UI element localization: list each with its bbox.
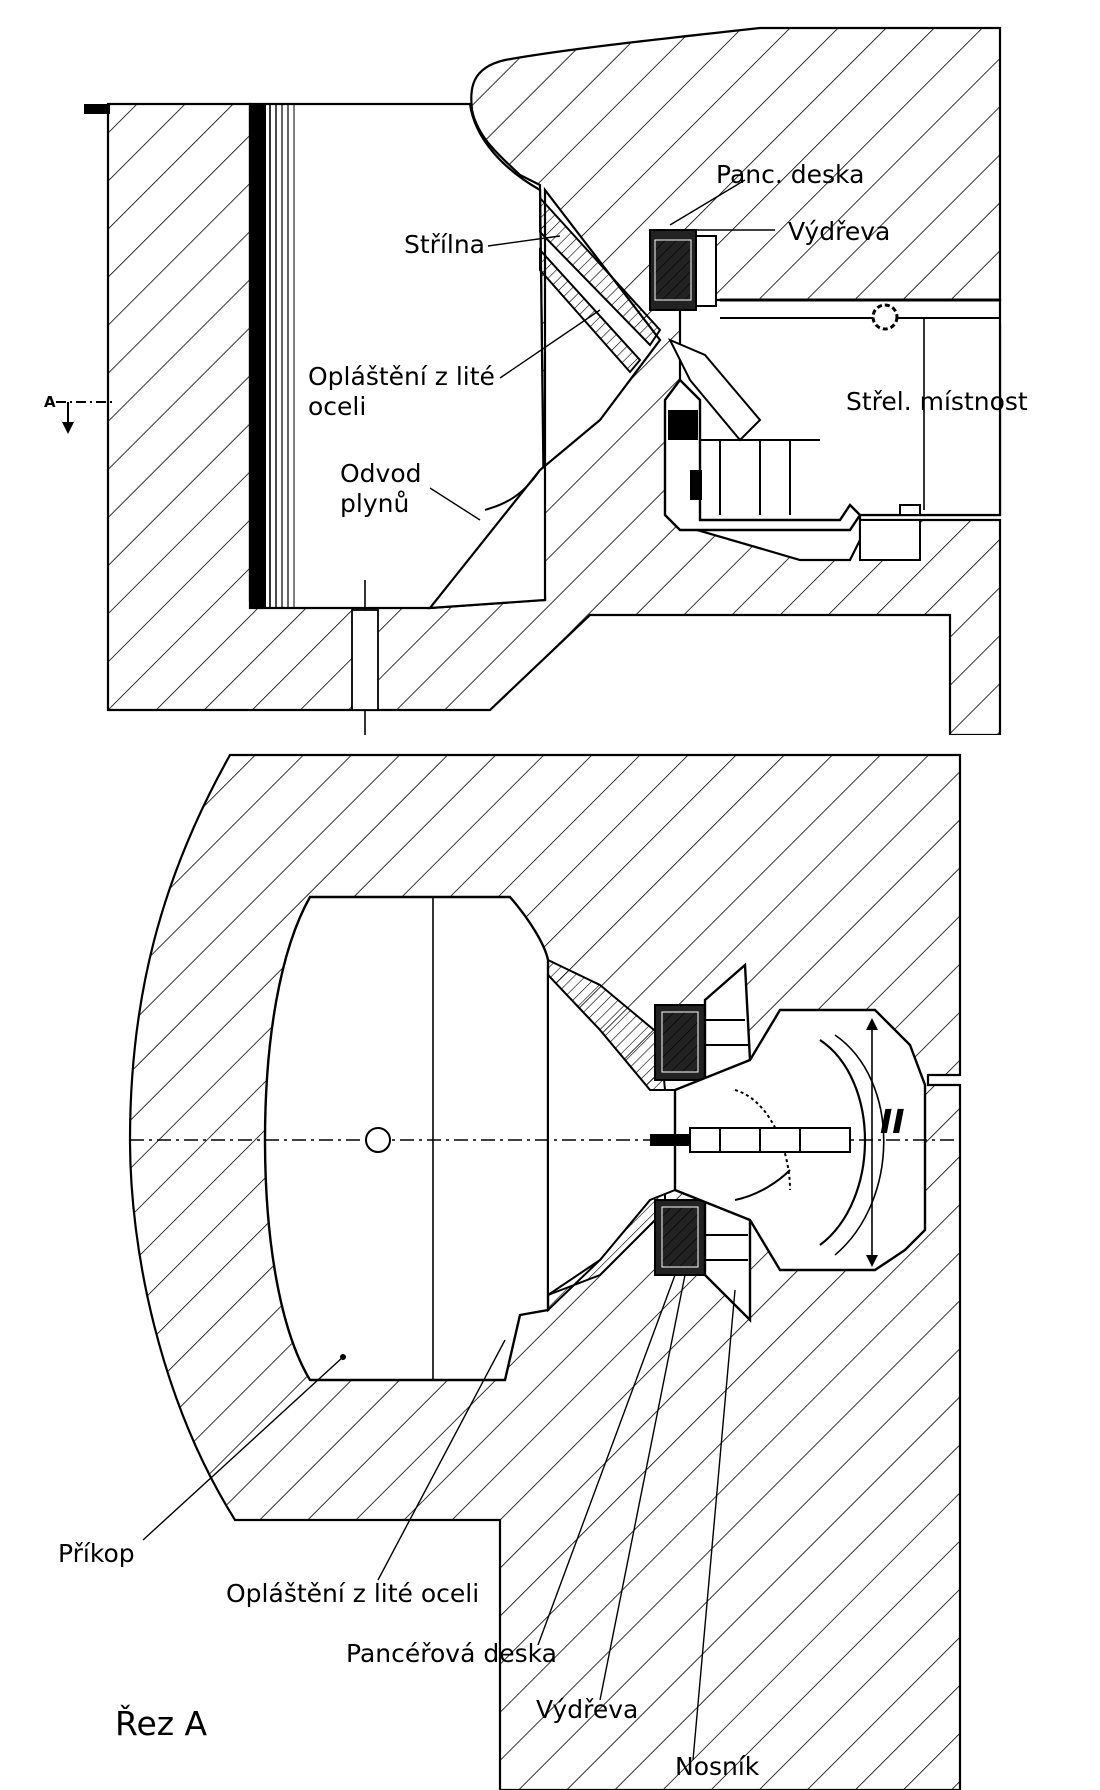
- label-nosnik: Nosník: [675, 1752, 760, 1781]
- liner-block: [695, 235, 717, 307]
- ditch: [263, 895, 550, 1382]
- label-strel-mistnost: Střel. místnost: [846, 387, 1028, 416]
- section-marker: A: [44, 393, 112, 434]
- cavity-wall: [250, 104, 266, 608]
- label-odvod-line1: Odvod: [340, 459, 422, 488]
- section-marker-label: A: [44, 393, 56, 411]
- label-prikop: Příkop: [58, 1539, 135, 1568]
- gas-vent: [484, 469, 541, 511]
- roman-numeral: II: [880, 1102, 905, 1141]
- label-vydreva-plan: Výdřeva: [536, 1695, 638, 1724]
- vertical-section: A: [44, 26, 1002, 735]
- gun-mount: [663, 378, 862, 532]
- plan-view: [128, 753, 962, 1790]
- label-odvod-line2: plynů: [340, 489, 409, 518]
- label-strilna: Střílna: [404, 230, 485, 259]
- elevation-scale: [734, 1089, 791, 1191]
- rail-trolley: [871, 303, 899, 331]
- label-pancerova-deska: Pancéřová deska: [346, 1639, 557, 1668]
- embrasure-casing: [539, 195, 662, 347]
- label-oplasteni-plan: Opláštění z lité oceli: [226, 1579, 479, 1608]
- plan-gun: [689, 1127, 851, 1153]
- gun-barrel: [667, 338, 762, 442]
- plan-axis-circle: [365, 1127, 391, 1153]
- label-oplasteni-line1: Opláštění z lité: [308, 362, 495, 391]
- label-panc-deska: Panc. deska: [716, 160, 864, 189]
- label-vydreva-top: Výdřeva: [788, 217, 890, 246]
- label-oplasteni-line2: oceli: [308, 392, 366, 421]
- label-rez-a: Řez A: [115, 1703, 208, 1743]
- embrasure-casing-lower: [539, 247, 642, 374]
